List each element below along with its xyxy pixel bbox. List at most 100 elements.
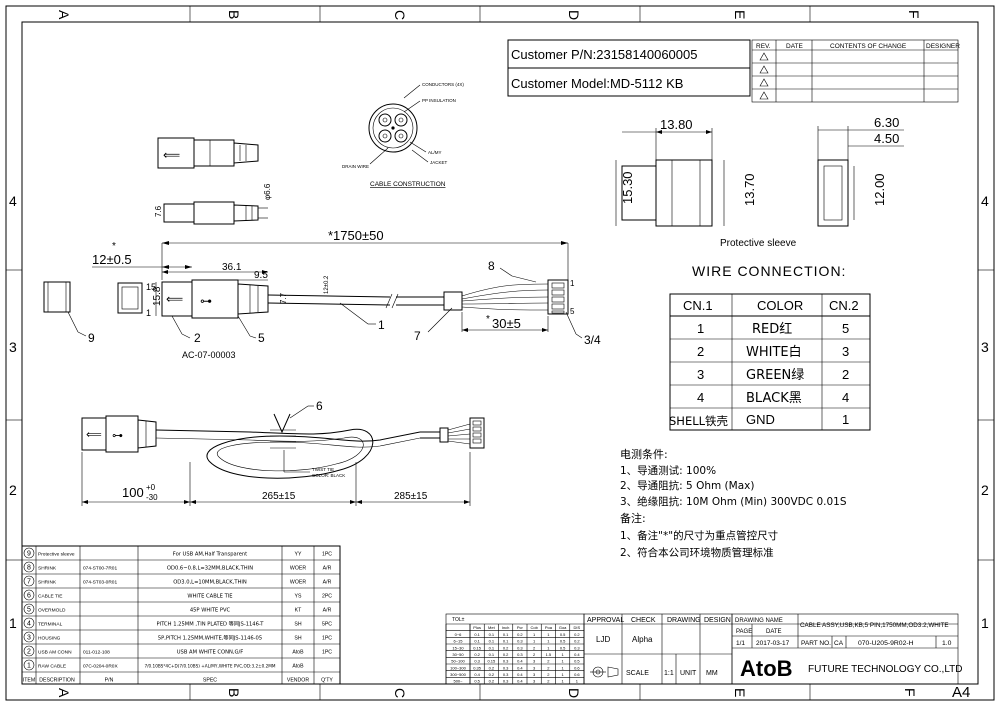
pin-5-label: 5 bbox=[570, 307, 575, 316]
bom-item-badge bbox=[23, 547, 35, 559]
tol-cell: 0.5 bbox=[574, 659, 580, 664]
frame-col-label: B bbox=[226, 10, 242, 19]
callout-7: 7 bbox=[414, 329, 421, 343]
model-code: AC-07-00003 bbox=[182, 350, 236, 360]
twist-note-1: TWIST TIE bbox=[312, 467, 334, 472]
tol-cell: 0.15 bbox=[487, 659, 496, 664]
bom-cell-item: 3 bbox=[27, 635, 31, 642]
bom-cell-spec: For USB AM,Half Transparent bbox=[173, 552, 247, 558]
dim-7-7: 7.7 bbox=[279, 292, 288, 304]
wc-cell: WHITE白 bbox=[746, 344, 802, 360]
bom-cell-vendor: AtoB bbox=[292, 664, 304, 670]
frame-col-label: F bbox=[906, 10, 922, 19]
approval-header: DRAWING bbox=[667, 617, 701, 624]
tol-cell: 3 bbox=[533, 665, 536, 670]
tol-cell: 100~300 bbox=[450, 665, 466, 670]
tol-cell: 0.4 bbox=[517, 665, 523, 670]
frame-row-label: 2 bbox=[9, 482, 17, 498]
projection-symbol-icon bbox=[590, 666, 619, 678]
dim-star: * bbox=[112, 241, 116, 252]
tol-cell: 0.3 bbox=[517, 645, 523, 650]
dim-left-tol-up: +0 bbox=[146, 483, 156, 492]
bom-item-badge bbox=[23, 561, 35, 573]
bom-item-badge bbox=[23, 603, 35, 615]
sleeve-d1: 6.30 bbox=[874, 115, 899, 130]
tol-cell: 0.1 bbox=[489, 652, 495, 657]
callout-1: 1 bbox=[378, 318, 385, 332]
tol-cell: 0.6 bbox=[574, 672, 580, 677]
wc-cell: GREEN绿 bbox=[746, 368, 804, 383]
wc-cell: 2 bbox=[842, 367, 849, 382]
tol-cell: 1 bbox=[576, 679, 579, 684]
bom-item-badge bbox=[23, 617, 35, 629]
frame-row-label: 4 bbox=[9, 193, 17, 209]
cc-title: CABLE CONSTRUCTION bbox=[370, 181, 446, 188]
frame-row-label: 1 bbox=[9, 615, 17, 631]
sleeve-caption: Protective sleeve bbox=[720, 238, 797, 249]
unit-label: UNIT bbox=[680, 670, 697, 677]
callout-3-4: 3/4 bbox=[584, 333, 601, 347]
triangle-icon bbox=[759, 78, 769, 87]
usb-plug-top-view: ⟸ bbox=[157, 137, 259, 169]
tol-cell: 300~500 bbox=[450, 672, 466, 677]
bom-item-badge bbox=[23, 589, 35, 601]
revision-table: REV. DATE CONTENTS OF CHANGE DESIGNER bbox=[751, 39, 960, 103]
customer-model: Customer Model:MD-5112 KB bbox=[511, 76, 683, 91]
drawing-name: CABLE ASSY,USB,KB,5 PIN,1750MM,OD3.2,WHI… bbox=[800, 622, 949, 629]
tol-cell: 500~ bbox=[453, 679, 463, 684]
bom-cell-qty: A/R bbox=[323, 566, 332, 572]
dim-overall-length: *1750±50 bbox=[328, 228, 384, 243]
tol-cell: 0.4 bbox=[474, 672, 480, 677]
frame-col-label: A bbox=[56, 688, 72, 698]
frame-column-labels-top: A B C D E F bbox=[56, 10, 922, 20]
frame-row-label: 3 bbox=[981, 339, 989, 355]
tol-cell: 1.5 bbox=[546, 652, 552, 657]
test-note-line: 2、导通阻抗: 5 Ohm (Max) bbox=[620, 479, 754, 492]
test-note-line: 3、绝缘阻抗: 10M Ohm (Min) 300VDC 0.01S bbox=[620, 495, 847, 508]
frame-col-label: D bbox=[566, 10, 582, 20]
twist-note-2: COLOR: BLACK bbox=[312, 473, 345, 478]
bom-cell-spec: 7/0.10BS*4C+D(7/0.10BS) +AL/MY,WHITE PVC… bbox=[144, 664, 275, 669]
bom-item-badge bbox=[23, 631, 35, 643]
bom-item-badge bbox=[23, 659, 35, 671]
tol-cell: 50~100 bbox=[451, 659, 465, 664]
sleeve-width: 13.80 bbox=[660, 117, 693, 132]
wire-connection: WIRE CONNECTION: CN.1 COLOR CN.2 1 RED红 … bbox=[669, 263, 871, 431]
svg-text:⟸: ⟸ bbox=[163, 148, 180, 162]
bom-cell-vendor: WOER bbox=[290, 580, 306, 586]
dim-15: 15 bbox=[146, 282, 156, 292]
tol-cell: 15~30 bbox=[452, 645, 464, 650]
bom-cell-desc: OVERMOLD bbox=[38, 608, 66, 614]
tol-cell: 0.6 bbox=[574, 665, 580, 670]
wc-cell: 3 bbox=[697, 367, 704, 382]
tol-col-head: Pcr bbox=[517, 625, 524, 630]
tol-cell: 1 bbox=[562, 659, 565, 664]
test-notes: 电测条件: 1、导通测试: 100% 2、导通阻抗: 5 Ohm (Max) 3… bbox=[620, 447, 847, 559]
dim-6-6: φ6.6 bbox=[263, 183, 272, 200]
bom-cell-item: 6 bbox=[27, 593, 31, 600]
bom-item-badge bbox=[23, 645, 35, 657]
company-logo: AtoB bbox=[740, 656, 793, 681]
frame-col-label: E bbox=[732, 10, 748, 19]
tol-cell: 0.2 bbox=[489, 665, 495, 670]
tol-cell: 0~6 bbox=[455, 632, 463, 637]
tol-cell: 1 bbox=[562, 665, 565, 670]
frame-col-label: D bbox=[566, 688, 582, 698]
wc-cell: SHELL铁壳 bbox=[669, 414, 729, 428]
dim-left-tol-dn: -30 bbox=[146, 493, 158, 502]
bom-cell-vendor: YY bbox=[295, 552, 302, 558]
wc-cell: BLACK黑 bbox=[746, 391, 802, 406]
wc-cell: GND bbox=[746, 412, 775, 427]
bom-footer-label: Q'TY bbox=[321, 678, 333, 684]
frame-col-label: E bbox=[732, 688, 748, 697]
bom-cell-vendor: SH bbox=[294, 636, 301, 642]
tol-col-head: Cob bbox=[530, 625, 538, 630]
tol-cell: 3 bbox=[533, 659, 536, 664]
approval-value: LJD bbox=[596, 635, 610, 644]
tol-cell: 1 bbox=[547, 632, 550, 637]
tol-cell: 2 bbox=[547, 665, 550, 670]
dim-strip: 30±5 bbox=[492, 316, 521, 331]
